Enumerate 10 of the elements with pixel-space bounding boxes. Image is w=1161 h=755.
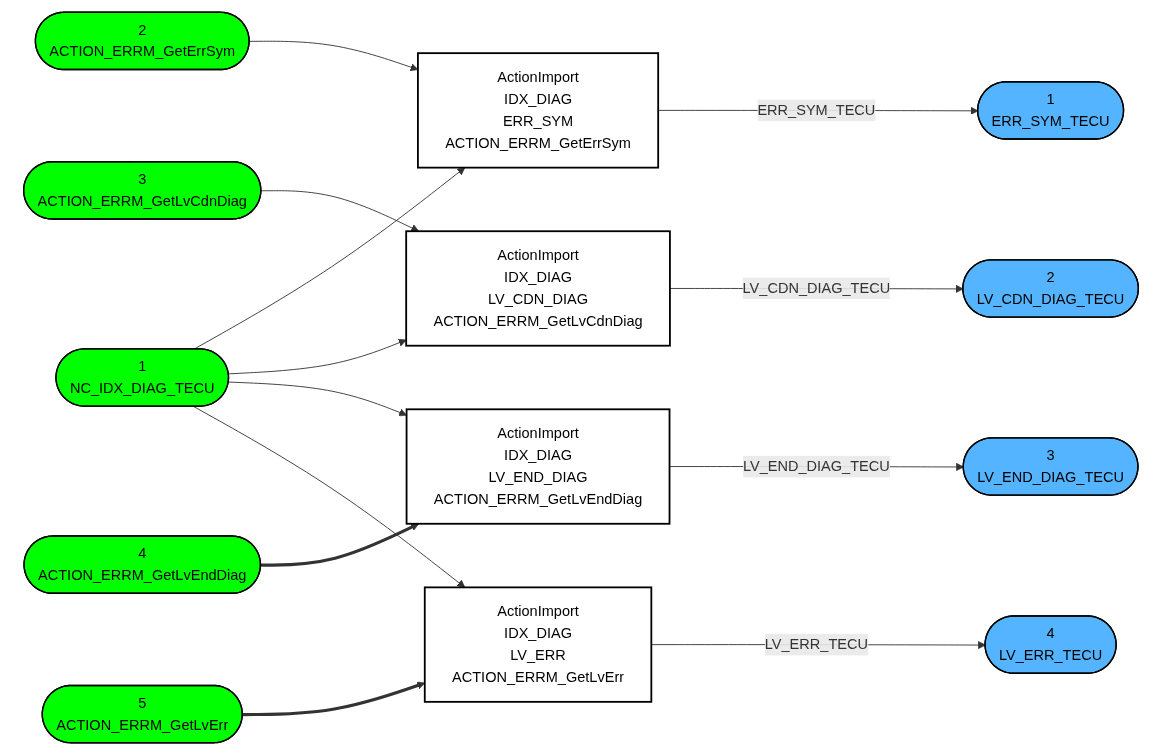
arrow [242,681,425,717]
edge-label: ERR_SYM_TECU [756,102,875,118]
edge-label: LV_ERR_TECU [764,636,868,652]
edge-label: LV_END_DIAG_TECU [742,458,890,474]
edge-label: LV_CDN_DIAG_TECU [742,280,890,296]
arrow [260,523,419,567]
node-box: ActionImport IDX_DIAG LV_ERR ACTION_ERRM_GetLvErr [423,586,652,703]
node-box: ActionImport IDX_DIAG LV_CDN_DIAG ACTION_ERRM_GetLvCdnDiag [404,230,671,347]
node-box: ActionImport IDX_DIAG ERR_SYM ACTION_ERRM_GetErrSym [416,52,659,169]
node-box: ActionImport IDX_DIAG LV_END_DIAG ACTION_ERRM_GetLvEndDiag [405,408,670,525]
